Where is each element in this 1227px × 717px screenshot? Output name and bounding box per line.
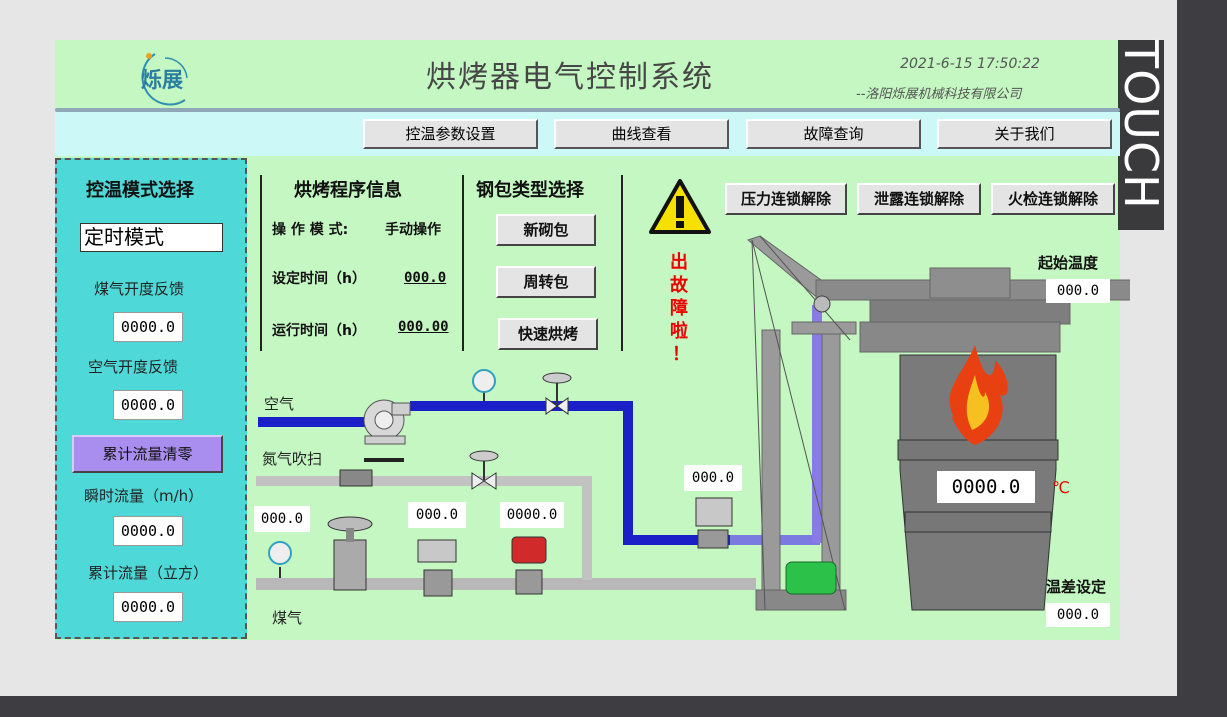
side-bar [1177,0,1227,717]
air-label: 空气 [264,395,295,413]
air-valve-value: 000.0 [684,465,742,491]
section-divider-2 [462,175,464,351]
header-divider [55,108,1120,112]
datetime: 2021-6-15 17:50:22 [900,56,1040,72]
alarm-char-5: ！ [672,344,690,365]
reset-flow-button[interactable]: 累计流量清零 [72,435,223,473]
page-title: 烘烤器电气控制系统 [426,60,714,95]
flame-interlock-button[interactable]: 火检连锁解除 [991,183,1115,215]
gas-valve-value: 000.0 [254,506,310,532]
op-mode-value: 手动操作 [385,222,441,238]
air-open-value: 0000.0 [113,390,183,420]
temp-mode-select[interactable]: 定时模式 [80,223,223,252]
temp-mode-title: 控温模式选择 [86,180,194,201]
temp-diff-value: 000.0 [1046,603,1110,627]
leak-interlock-button[interactable]: 泄露连锁解除 [857,183,981,215]
process-diagram [256,235,1130,611]
program-info-title: 烘烤程序信息 [294,180,402,201]
curve-view-button[interactable]: 曲线查看 [554,119,729,149]
temp-diff-label: 温差设定 [1046,578,1107,596]
temp-unit: ℃ [1052,478,1070,497]
gas-label: 煤气 [272,609,303,627]
op-mode-label: 操 作 模 式: [272,222,349,238]
touch-label-text: TOUCH [1114,40,1168,210]
alarm-char-3: 障 [670,298,688,319]
warning-icon [648,178,712,236]
company-name: --洛阳烁展机械科技有限公司 [856,87,1022,102]
bottom-bar [0,696,1177,717]
instant-flow-label: 瞬时流量（m/h） [84,487,204,505]
touch-label: TOUCH [1114,40,1168,230]
air-open-label: 空气开度反馈 [88,358,179,376]
set-time-value: 000.0 [404,270,447,286]
start-temp-value: 000.0 [1046,279,1110,303]
nitrogen-label: 氮气吹扫 [262,450,323,468]
run-time-value: 000.00 [398,319,449,335]
set-time-label: 设定时间（h） [272,271,366,287]
total-flow-label: 累计流量（立方） [88,564,209,582]
flowmeter-value: 0000.0 [500,502,564,528]
section-divider-3 [621,175,623,351]
alarm-char-4: 啦 [670,321,688,342]
pressure-interlock-button[interactable]: 压力连锁解除 [725,183,847,215]
turnover-ladle-button[interactable]: 周转包 [496,266,596,298]
logo-text: 烁展 [141,68,183,92]
ladle-temp-value: 0000.0 [937,471,1035,503]
section-divider-1 [260,175,262,351]
run-time-label: 运行时间（h） [272,323,366,339]
temp-param-settings-button[interactable]: 控温参数设置 [363,119,538,149]
gas-actuator-value: 000.0 [408,502,466,528]
alarm-char-2: 故 [670,275,688,296]
alarm-char-1: 出 [670,252,688,273]
new-ladle-button[interactable]: 新砌包 [496,214,596,246]
gas-open-label: 煤气开度反馈 [94,280,185,298]
about-us-button[interactable]: 关于我们 [937,119,1112,149]
total-flow-value: 0000.0 [113,592,183,622]
ladle-type-title: 钢包类型选择 [476,180,584,201]
fault-query-button[interactable]: 故障查询 [746,119,921,149]
logo: 烁展 [125,48,205,106]
instant-flow-value: 0000.0 [113,516,183,546]
logo-icon [141,53,188,106]
start-temp-label: 起始温度 [1038,254,1099,272]
fast-bake-button[interactable]: 快速烘烤 [498,318,598,350]
gas-open-value: 0000.0 [113,312,183,342]
